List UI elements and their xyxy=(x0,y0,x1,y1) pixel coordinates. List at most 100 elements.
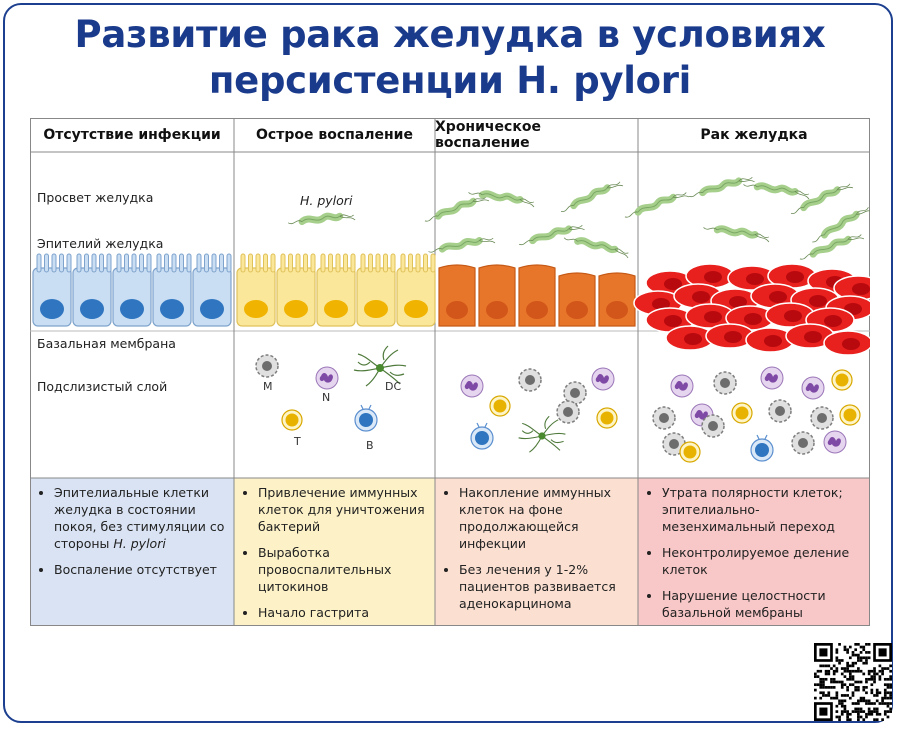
qr-module xyxy=(835,648,839,652)
microvillus xyxy=(179,253,184,273)
qr-module xyxy=(824,686,828,689)
macrophage-cell xyxy=(791,431,815,455)
qr-module xyxy=(865,686,868,689)
info-item: Утрата полярности клеток; эпителиально-м… xyxy=(662,484,862,535)
dendritic-cell xyxy=(518,415,566,453)
qr-module xyxy=(832,677,836,681)
qr-module xyxy=(883,667,887,670)
bacterium-outline xyxy=(757,185,796,193)
qr-module xyxy=(822,664,825,668)
flagellum xyxy=(424,196,490,222)
bacterium-body xyxy=(699,177,743,197)
qr-module xyxy=(857,656,860,660)
microvillus xyxy=(430,253,436,273)
qr-module xyxy=(886,667,890,670)
macrophage-cell xyxy=(713,371,737,395)
qr-module xyxy=(865,651,868,654)
qr-module xyxy=(814,696,817,700)
qr-module xyxy=(832,664,836,668)
immune-label-macrophage: M xyxy=(263,380,273,393)
flagellum xyxy=(799,234,865,260)
column-heading-acute: Острое воспаление xyxy=(256,127,413,143)
qr-module xyxy=(840,702,844,705)
chronic-epithelial-cell xyxy=(558,272,596,327)
dendrite xyxy=(357,361,371,366)
microvillus xyxy=(303,253,308,273)
flagellum xyxy=(428,237,496,253)
qr-module xyxy=(854,669,858,673)
qr-module xyxy=(865,656,868,660)
qr-module xyxy=(859,659,863,662)
immune-cells-group xyxy=(255,345,861,463)
qr-module xyxy=(857,643,860,646)
qr-module xyxy=(854,710,858,713)
qr-module xyxy=(838,699,841,703)
microvillus xyxy=(288,253,293,273)
qr-module xyxy=(848,672,852,676)
bacterium-outline xyxy=(437,200,474,217)
layer-label-submucosa: Подслизистый слой xyxy=(37,379,168,394)
qr-module xyxy=(851,683,855,687)
qr-module xyxy=(862,645,866,649)
cell-nucleus xyxy=(486,301,508,319)
microvillus xyxy=(36,253,42,273)
qr-module xyxy=(889,686,892,689)
qr-module xyxy=(830,677,833,681)
cell-nucleus xyxy=(784,310,802,322)
qr-module xyxy=(889,707,892,711)
qr-module xyxy=(848,712,852,716)
qr-module xyxy=(873,667,876,670)
cell-nucleus xyxy=(704,271,722,283)
qr-module xyxy=(819,683,823,687)
qr-module xyxy=(814,688,817,692)
qr-module xyxy=(816,683,820,687)
layer-label-epithelium: Эпителий желудка xyxy=(37,236,164,251)
qr-module xyxy=(862,672,866,676)
qr-module xyxy=(840,704,844,708)
qr-module xyxy=(835,669,839,673)
qr-module xyxy=(827,694,831,697)
qr-module xyxy=(838,702,841,705)
qr-module xyxy=(838,680,841,684)
qr-module xyxy=(819,691,823,695)
qr-module xyxy=(862,696,866,700)
neutrophil-nucleus xyxy=(764,373,778,383)
macrophage-nucleus xyxy=(570,388,580,398)
macrophage-nucleus xyxy=(775,406,785,416)
qr-module xyxy=(857,710,860,713)
qr-finder-center xyxy=(878,648,887,657)
qr-module xyxy=(835,680,839,684)
macrophage-nucleus xyxy=(817,413,827,423)
qr-module xyxy=(843,704,847,708)
bacterium-body xyxy=(529,225,573,245)
qr-module xyxy=(822,680,825,684)
qr-module xyxy=(824,694,828,697)
flagellum xyxy=(688,176,755,198)
microvillus xyxy=(226,253,232,273)
qr-module xyxy=(846,694,849,697)
info-item: Привлечение иммунных клеток для уничтоже… xyxy=(258,484,427,535)
qr-module xyxy=(832,680,836,684)
bacterium xyxy=(743,182,810,200)
t-cell xyxy=(281,409,303,431)
microvillus xyxy=(343,253,348,273)
qr-module xyxy=(883,696,887,700)
qr-module xyxy=(870,710,874,713)
microvillus xyxy=(310,253,316,273)
qr-module xyxy=(835,694,839,697)
qr-module xyxy=(846,667,849,670)
cell-nucleus xyxy=(824,315,842,327)
microvillus xyxy=(51,253,57,273)
qr-module xyxy=(851,653,855,657)
qr-module xyxy=(867,643,871,646)
qr-module xyxy=(870,702,874,705)
flagellum xyxy=(468,192,535,208)
qr-module xyxy=(865,715,868,719)
cell-nucleus xyxy=(852,283,870,295)
info-list-acute: Привлечение иммунных клеток для уничтоже… xyxy=(242,484,427,621)
qr-code-icon[interactable] xyxy=(814,643,892,721)
qr-module xyxy=(851,675,855,678)
qr-module xyxy=(881,702,884,705)
microvillus xyxy=(415,253,421,273)
cell-nucleus xyxy=(284,300,308,318)
